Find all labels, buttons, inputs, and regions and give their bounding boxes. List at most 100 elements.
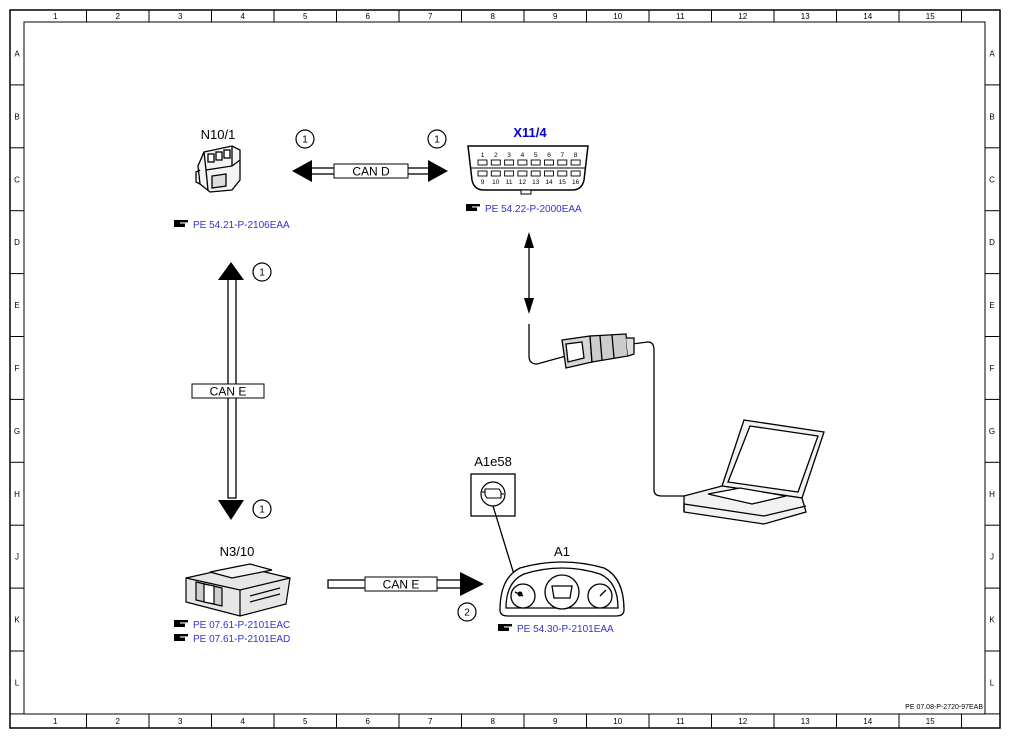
ruler-top-col-6: 6 — [366, 12, 371, 21]
a1-connection-dot — [517, 591, 523, 597]
a1e58-label: A1e58 — [474, 454, 512, 469]
obd-pin-14 — [544, 170, 554, 177]
can-d-label-box — [333, 163, 409, 179]
ruler-bottom-col-10: 10 — [613, 717, 622, 726]
can-d-bus: CAN D — [292, 160, 448, 182]
check-engine-icon — [482, 488, 504, 499]
obd-pin-16 — [570, 170, 581, 177]
obd-pin-11 — [504, 170, 515, 177]
obd-pin-label-7: 7 — [560, 152, 564, 159]
ruler-top-col-4: 4 — [241, 12, 246, 21]
svg-text:1: 1 — [302, 135, 308, 146]
ruler-left-row-D: D — [14, 238, 20, 247]
ruler-left-row-H: H — [14, 490, 20, 499]
component-a1e58[interactable]: A1e58 — [470, 454, 516, 517]
obd-pin-6 — [544, 159, 554, 166]
ruler-right-row-F: F — [990, 364, 995, 373]
obd-pin-9 — [477, 170, 488, 177]
svg-text:1: 1 — [259, 505, 265, 516]
obd-pin-1 — [477, 159, 488, 166]
ruler-top-col-13: 13 — [801, 12, 810, 21]
obd-pin-5 — [530, 159, 541, 166]
ruler-top-col-10: 10 — [613, 12, 622, 21]
laptop-icon[interactable] — [683, 419, 825, 525]
can-e-vertical-bus: CAN E — [191, 262, 265, 520]
obd-pin-label-9: 9 — [481, 179, 485, 186]
ruler-top-col-15: 15 — [926, 12, 935, 21]
ruler-right-row-K: K — [989, 616, 995, 625]
component-n10-1[interactable]: N10/1 PE 54.21-P-2106EAA — [174, 127, 290, 231]
obd-pin-12 — [517, 170, 528, 177]
x11-4-ref-text: PE 54.22-P-2000EAA — [485, 204, 582, 215]
ruler-right-row-E: E — [989, 301, 994, 310]
obd-pin-8 — [570, 159, 581, 166]
engine-control-unit-icon — [185, 563, 291, 617]
ruler-bottom-col-8: 8 — [491, 717, 496, 726]
ruler-left-row-E: E — [14, 301, 19, 310]
outer-frame — [9, 9, 1001, 729]
a1-ref-text: PE 54.30-P-2101EAA — [517, 624, 614, 635]
instrument-cluster-icon — [499, 561, 625, 617]
pointing-hand-icon — [466, 204, 480, 211]
ruler-bottom-col-2: 2 — [116, 717, 121, 726]
pointing-hand-icon — [174, 634, 188, 641]
ruler-bottom-col-7: 7 — [428, 717, 433, 726]
obd-pin-label-6: 6 — [547, 152, 551, 159]
ruler-top-col-12: 12 — [738, 12, 747, 21]
obd-pin-label-12: 12 — [519, 179, 527, 186]
diagnostic-cable — [528, 324, 684, 497]
n10-1-ref-link[interactable]: PE 54.21-P-2106EAA — [174, 220, 290, 231]
ruler-bottom-col-12: 12 — [738, 717, 747, 726]
ruler-top-col-2: 2 — [116, 12, 121, 21]
ruler-bottom-col-5: 5 — [303, 717, 308, 726]
ruler-bottom-col-3: 3 — [178, 717, 183, 726]
obd-pin-15 — [557, 170, 568, 177]
ruler-bottom-col-6: 6 — [366, 717, 371, 726]
can-e-vertical-label-box — [191, 383, 265, 399]
a1e58-box — [470, 473, 516, 517]
diagnostic-adapter-icon — [561, 333, 635, 369]
svg-text:1: 1 — [434, 135, 440, 146]
obd-pin-10 — [490, 170, 501, 177]
ruler-right-row-L: L — [990, 678, 995, 687]
can-e-horizontal-bus: CAN E — [327, 572, 484, 596]
obd-pin-3 — [504, 159, 515, 166]
a1-ref-link[interactable]: PE 54.30-P-2101EAA — [498, 624, 614, 635]
x11-tester-link — [524, 232, 534, 314]
component-a1[interactable]: A1 PE 54.30-P-2101EAA — [498, 544, 625, 635]
can-e-horizontal-label-box — [364, 576, 438, 592]
ruler-left-row-K: K — [14, 616, 20, 625]
ruler-right-row-B: B — [989, 112, 994, 121]
n3-10-ref-link-1[interactable]: PE 07.61-P-2101EAC — [174, 620, 290, 631]
obd-pin-label-8: 8 — [574, 152, 578, 159]
ruler-left-row-B: B — [14, 112, 19, 121]
obd-pin-label-4: 4 — [521, 152, 525, 159]
n3-10-ref-link-2[interactable]: PE 07.61-P-2101EAD — [174, 634, 290, 645]
ruler-bottom-col-4: 4 — [241, 717, 246, 726]
component-n3-10[interactable]: N3/10 PE 07.61-P-2101EAC — [174, 544, 291, 645]
ruler-bottom-col-15: 15 — [926, 717, 935, 726]
obd-pin-label-1: 1 — [481, 152, 485, 159]
n3-10-ref-text-2: PE 07.61-P-2101EAD — [193, 634, 290, 645]
ruler-right-row-A: A — [989, 49, 995, 58]
obd-pin-2 — [490, 159, 501, 166]
callout-1-right: 1 — [427, 129, 447, 149]
pointing-hand-icon — [174, 620, 188, 627]
ruler-bottom-col-14: 14 — [863, 717, 872, 726]
obd-pin-label-14: 14 — [545, 179, 553, 186]
callout-1-upper: 1 — [252, 262, 272, 282]
obd-pin-label-11: 11 — [506, 179, 513, 186]
ruler-left-row-A: A — [14, 49, 20, 58]
x11-4-ref-link[interactable]: PE 54.22-P-2000EAA — [466, 204, 582, 215]
document-id: PE 07.08-P-2720-97EAB — [905, 704, 983, 711]
ruler-left-row-C: C — [14, 175, 20, 184]
ruler-right-row-C: C — [989, 175, 995, 184]
obd-pin-label-16: 16 — [572, 179, 580, 186]
obd-pin-label-3: 3 — [507, 152, 511, 159]
